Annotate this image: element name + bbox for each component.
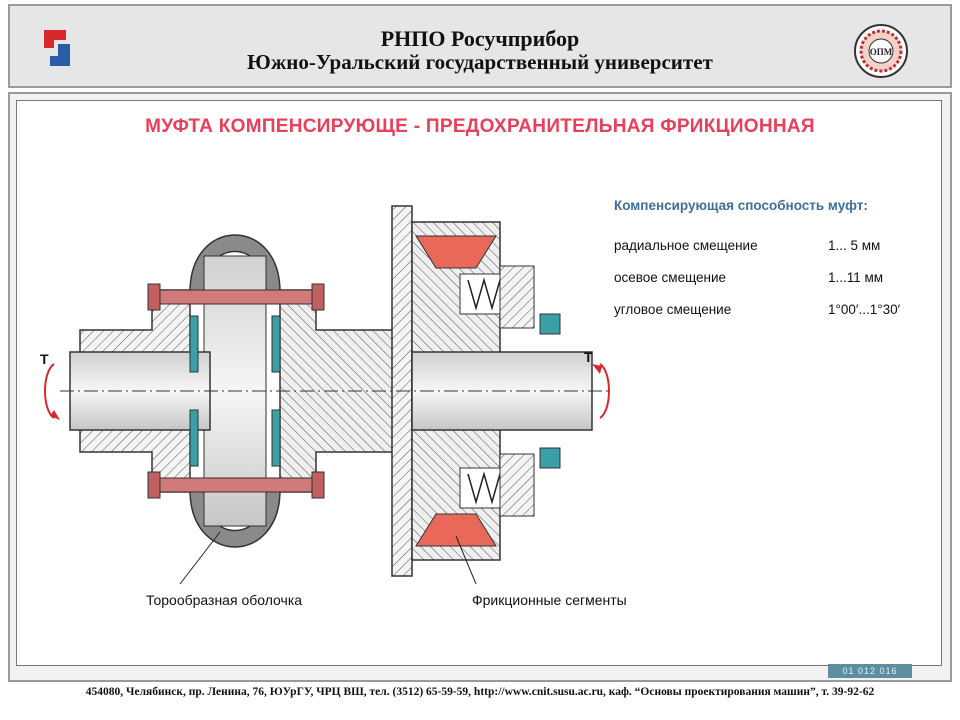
spec-row-angular: угловое смещение 1°00′...1°30′ <box>614 302 900 317</box>
seal-left-top <box>189 315 199 373</box>
slide-title: МУФТА КОМПЕНСИРУЮЩЕ - ПРЕДОХРАНИТЕЛЬНАЯ … <box>145 116 815 137</box>
spec-label: угловое смещение <box>614 302 732 317</box>
specs-heading: Компенсирующая способность муфт: <box>614 198 868 213</box>
spec-value: 1...11 мм <box>828 270 884 285</box>
spec-row-axial: осевое смещение 1...11 мм <box>614 270 883 285</box>
bolts <box>147 283 325 499</box>
slide-code-plate: 01 012 016 <box>828 664 912 678</box>
header-frame <box>8 4 952 88</box>
caption-toroidal-shell: Торообразная оболочка <box>146 592 303 608</box>
department-emblem-icon: ОПМ <box>854 24 908 78</box>
torque-label-left: T <box>40 351 49 367</box>
torque-arrow-left-icon <box>44 363 60 420</box>
spec-label: осевое смещение <box>614 270 727 285</box>
org-name-primary: РНПО Росучприбор <box>380 26 580 51</box>
seal-right-top <box>271 315 281 373</box>
org-name-university: Южно-Уральский государственный университ… <box>247 50 713 74</box>
emblem-text: ОПМ <box>870 47 893 57</box>
leader-line-segments <box>455 535 477 585</box>
torque-label-right: T <box>584 349 593 365</box>
seal-left-bottom <box>189 409 199 467</box>
spec-value: 1°00′...1°30′ <box>828 302 901 317</box>
nut-bottom <box>539 447 561 469</box>
caption-friction-segments: Фрикционные сегменты <box>472 592 627 608</box>
friction-segment-bottom <box>415 513 497 547</box>
seal-right-bottom <box>271 409 281 467</box>
coupling-cross-section-drawing: T T <box>40 205 610 585</box>
footer-contact: 454080, Челябинск, пр. Ленина, 76, ЮУрГУ… <box>85 686 875 698</box>
spec-row-radial: радиальное смещение 1... 5 мм <box>614 238 880 253</box>
leader-line-shell <box>179 531 221 585</box>
torque-arrow-right-icon <box>592 363 610 419</box>
spec-label: радиальное смещение <box>614 238 758 253</box>
spec-value: 1... 5 мм <box>828 238 881 253</box>
rospribor-logo-icon <box>44 30 70 66</box>
friction-segment-top <box>415 235 497 269</box>
nut-top <box>539 313 561 335</box>
